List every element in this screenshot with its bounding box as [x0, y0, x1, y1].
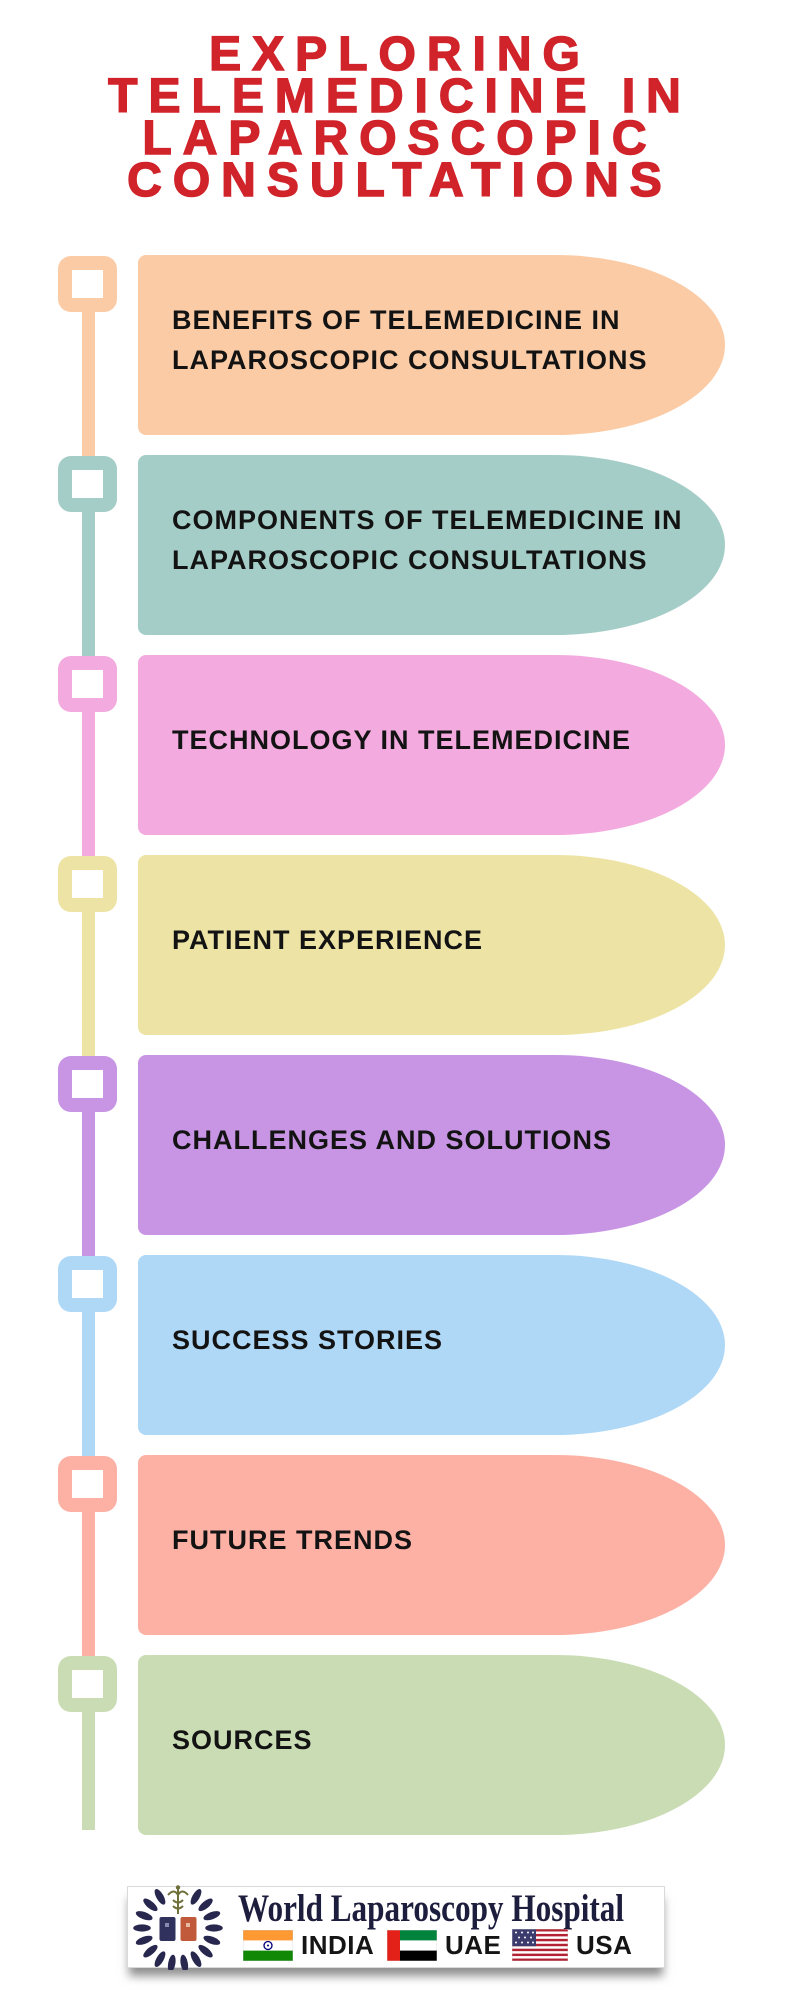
- footer-country-usa: USA: [512, 1929, 632, 1961]
- section-card: SUCCESS STORIES: [138, 1255, 725, 1435]
- caduceus-icon: [167, 1885, 189, 1914]
- section-label: SOURCES: [172, 1725, 313, 1755]
- country-label: INDIA: [301, 1929, 375, 1960]
- timeline-marker-icon: [58, 256, 117, 312]
- timeline-marker-icon: [58, 456, 117, 512]
- section-label: PATIENT EXPERIENCE: [172, 925, 484, 955]
- timeline-section: FUTURE TRENDS: [0, 1455, 800, 1657]
- timeline-marker-icon: [58, 856, 117, 912]
- section-label: FUTURE TRENDS: [172, 1525, 413, 1555]
- title-line: CONSULTATIONS: [126, 154, 673, 207]
- section-label: CHALLENGES AND SOLUTIONS: [172, 1125, 613, 1155]
- timeline-stem: [82, 710, 95, 857]
- timeline-marker-icon: [58, 1656, 117, 1712]
- left-book-icon: [159, 1917, 176, 1941]
- timeline-stem: [82, 510, 95, 657]
- section-card: BENEFITS OF TELEMEDICINE IN LAPAROSCOPIC…: [138, 255, 725, 435]
- india-flag-icon: [243, 1929, 293, 1961]
- footer-country-uae: UAE: [387, 1929, 501, 1961]
- section-card: CHALLENGES AND SOLUTIONS: [138, 1055, 725, 1235]
- footer-banner: World Laparoscopy Hospital INDIA UAE: [127, 1885, 665, 1970]
- timeline-marker-icon: [58, 1056, 117, 1112]
- timeline-section: COMPONENTS OF TELEMEDICINE IN LAPAROSCOP…: [0, 455, 800, 657]
- timeline-stem: [82, 1110, 95, 1257]
- timeline-section: CHALLENGES AND SOLUTIONS: [0, 1055, 800, 1257]
- section-label: SUCCESS STORIES: [172, 1325, 444, 1355]
- timeline-marker-icon: [58, 656, 117, 712]
- uae-flag-icon: [387, 1929, 437, 1961]
- timeline-stem: [82, 1310, 95, 1457]
- timeline-stem: [82, 1710, 95, 1830]
- footer-country-india: INDIA: [243, 1929, 374, 1961]
- section-card: TECHNOLOGY IN TELEMEDICINE: [138, 655, 725, 835]
- section-card: PATIENT EXPERIENCE: [138, 855, 725, 1035]
- country-label: UAE: [445, 1929, 502, 1960]
- laurel-wreath-logo-icon: [133, 1885, 223, 1970]
- timeline-stem: [82, 1510, 95, 1657]
- section-label: COMPONENTS OF TELEMEDICINE IN LAPAROSCOP…: [172, 505, 683, 575]
- timeline-section: TECHNOLOGY IN TELEMEDICINE: [0, 655, 800, 857]
- right-book-icon: [180, 1917, 197, 1941]
- section-card: SOURCES: [138, 1655, 725, 1835]
- timeline-section: PATIENT EXPERIENCE: [0, 855, 800, 1057]
- title-line: EXPLORING: [208, 28, 591, 81]
- timeline-section: SUCCESS STORIES: [0, 1255, 800, 1457]
- title-line: LAPAROSCOPIC: [142, 112, 658, 165]
- timeline-marker-icon: [58, 1456, 117, 1512]
- country-label: USA: [576, 1929, 633, 1960]
- section-label: TECHNOLOGY IN TELEMEDICINE: [172, 725, 632, 755]
- section-card: FUTURE TRENDS: [138, 1455, 725, 1635]
- hospital-name: World Laparoscopy Hospital: [238, 1887, 625, 1930]
- usa-flag-icon: [512, 1929, 568, 1961]
- title-line: TELEMEDICINE IN: [107, 70, 692, 123]
- timeline-stem: [82, 310, 95, 457]
- section-label: BENEFITS OF TELEMEDICINE IN LAPAROSCOPIC…: [172, 305, 648, 375]
- page-title: EXPLORING TELEMEDICINE IN LAPAROSCOPIC C…: [0, 28, 800, 207]
- timeline-section: SOURCES: [0, 1655, 800, 1835]
- timeline-marker-icon: [58, 1256, 117, 1312]
- timeline-section: BENEFITS OF TELEMEDICINE IN LAPAROSCOPIC…: [0, 255, 800, 457]
- section-card: COMPONENTS OF TELEMEDICINE IN LAPAROSCOP…: [138, 455, 725, 635]
- timeline-stem: [82, 910, 95, 1057]
